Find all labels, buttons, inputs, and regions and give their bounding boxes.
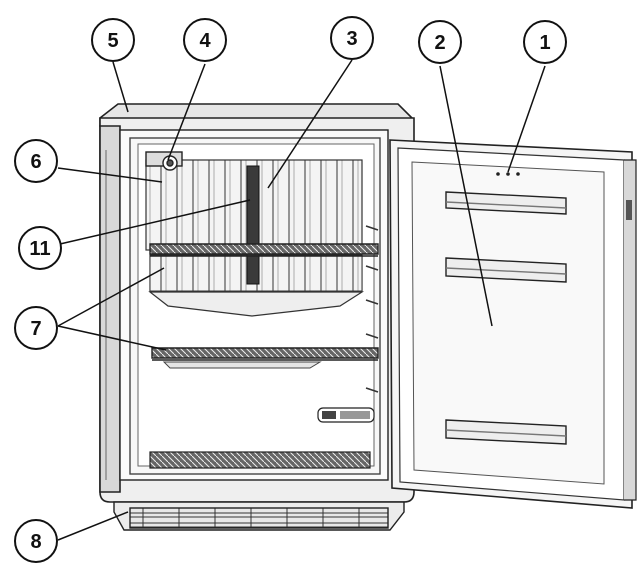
base-plinth <box>113 501 405 531</box>
door <box>389 139 637 509</box>
callout-label: 8 <box>30 531 41 553</box>
callout-circle <box>183 18 227 62</box>
callout-3: 3 <box>330 16 374 60</box>
callout-circle <box>91 18 135 62</box>
callout-label: 6 <box>30 151 41 173</box>
bottom-grille <box>149 451 371 469</box>
callout-label: 4 <box>199 30 211 52</box>
callout-circle <box>330 16 374 60</box>
callout-label: 3 <box>346 28 357 50</box>
callout-circle <box>14 139 58 183</box>
callout-11: 11 <box>18 226 62 270</box>
thermostat-knob <box>145 151 183 171</box>
callout-label: 1 <box>539 32 550 54</box>
callout-label: 11 <box>29 238 50 260</box>
door-bars <box>445 191 567 445</box>
callout-group: 1 2 3 4 5 6 11 7 8 <box>14 16 567 563</box>
callout-4: 4 <box>183 18 227 62</box>
callout-5: 5 <box>91 18 135 62</box>
shelf-rails <box>365 225 379 393</box>
leader-lines <box>57 59 546 541</box>
callout-7: 7 <box>14 306 58 350</box>
callout-label: 5 <box>107 30 118 52</box>
callout-circle <box>18 226 62 270</box>
callout-circle <box>418 20 462 64</box>
shelf-upper <box>149 243 379 257</box>
callout-label: 2 <box>434 32 445 54</box>
callout-circle <box>523 20 567 64</box>
callout-8: 8 <box>14 519 58 563</box>
callout-1: 1 <box>523 20 567 64</box>
callout-circle <box>14 519 58 563</box>
callout-6: 6 <box>14 139 58 183</box>
callout-circle <box>14 306 58 350</box>
callout-label: 7 <box>30 318 41 340</box>
interior-label <box>317 407 375 423</box>
callout-2: 2 <box>418 20 462 64</box>
drain-channel <box>246 165 260 285</box>
shelf-lower <box>151 347 379 369</box>
